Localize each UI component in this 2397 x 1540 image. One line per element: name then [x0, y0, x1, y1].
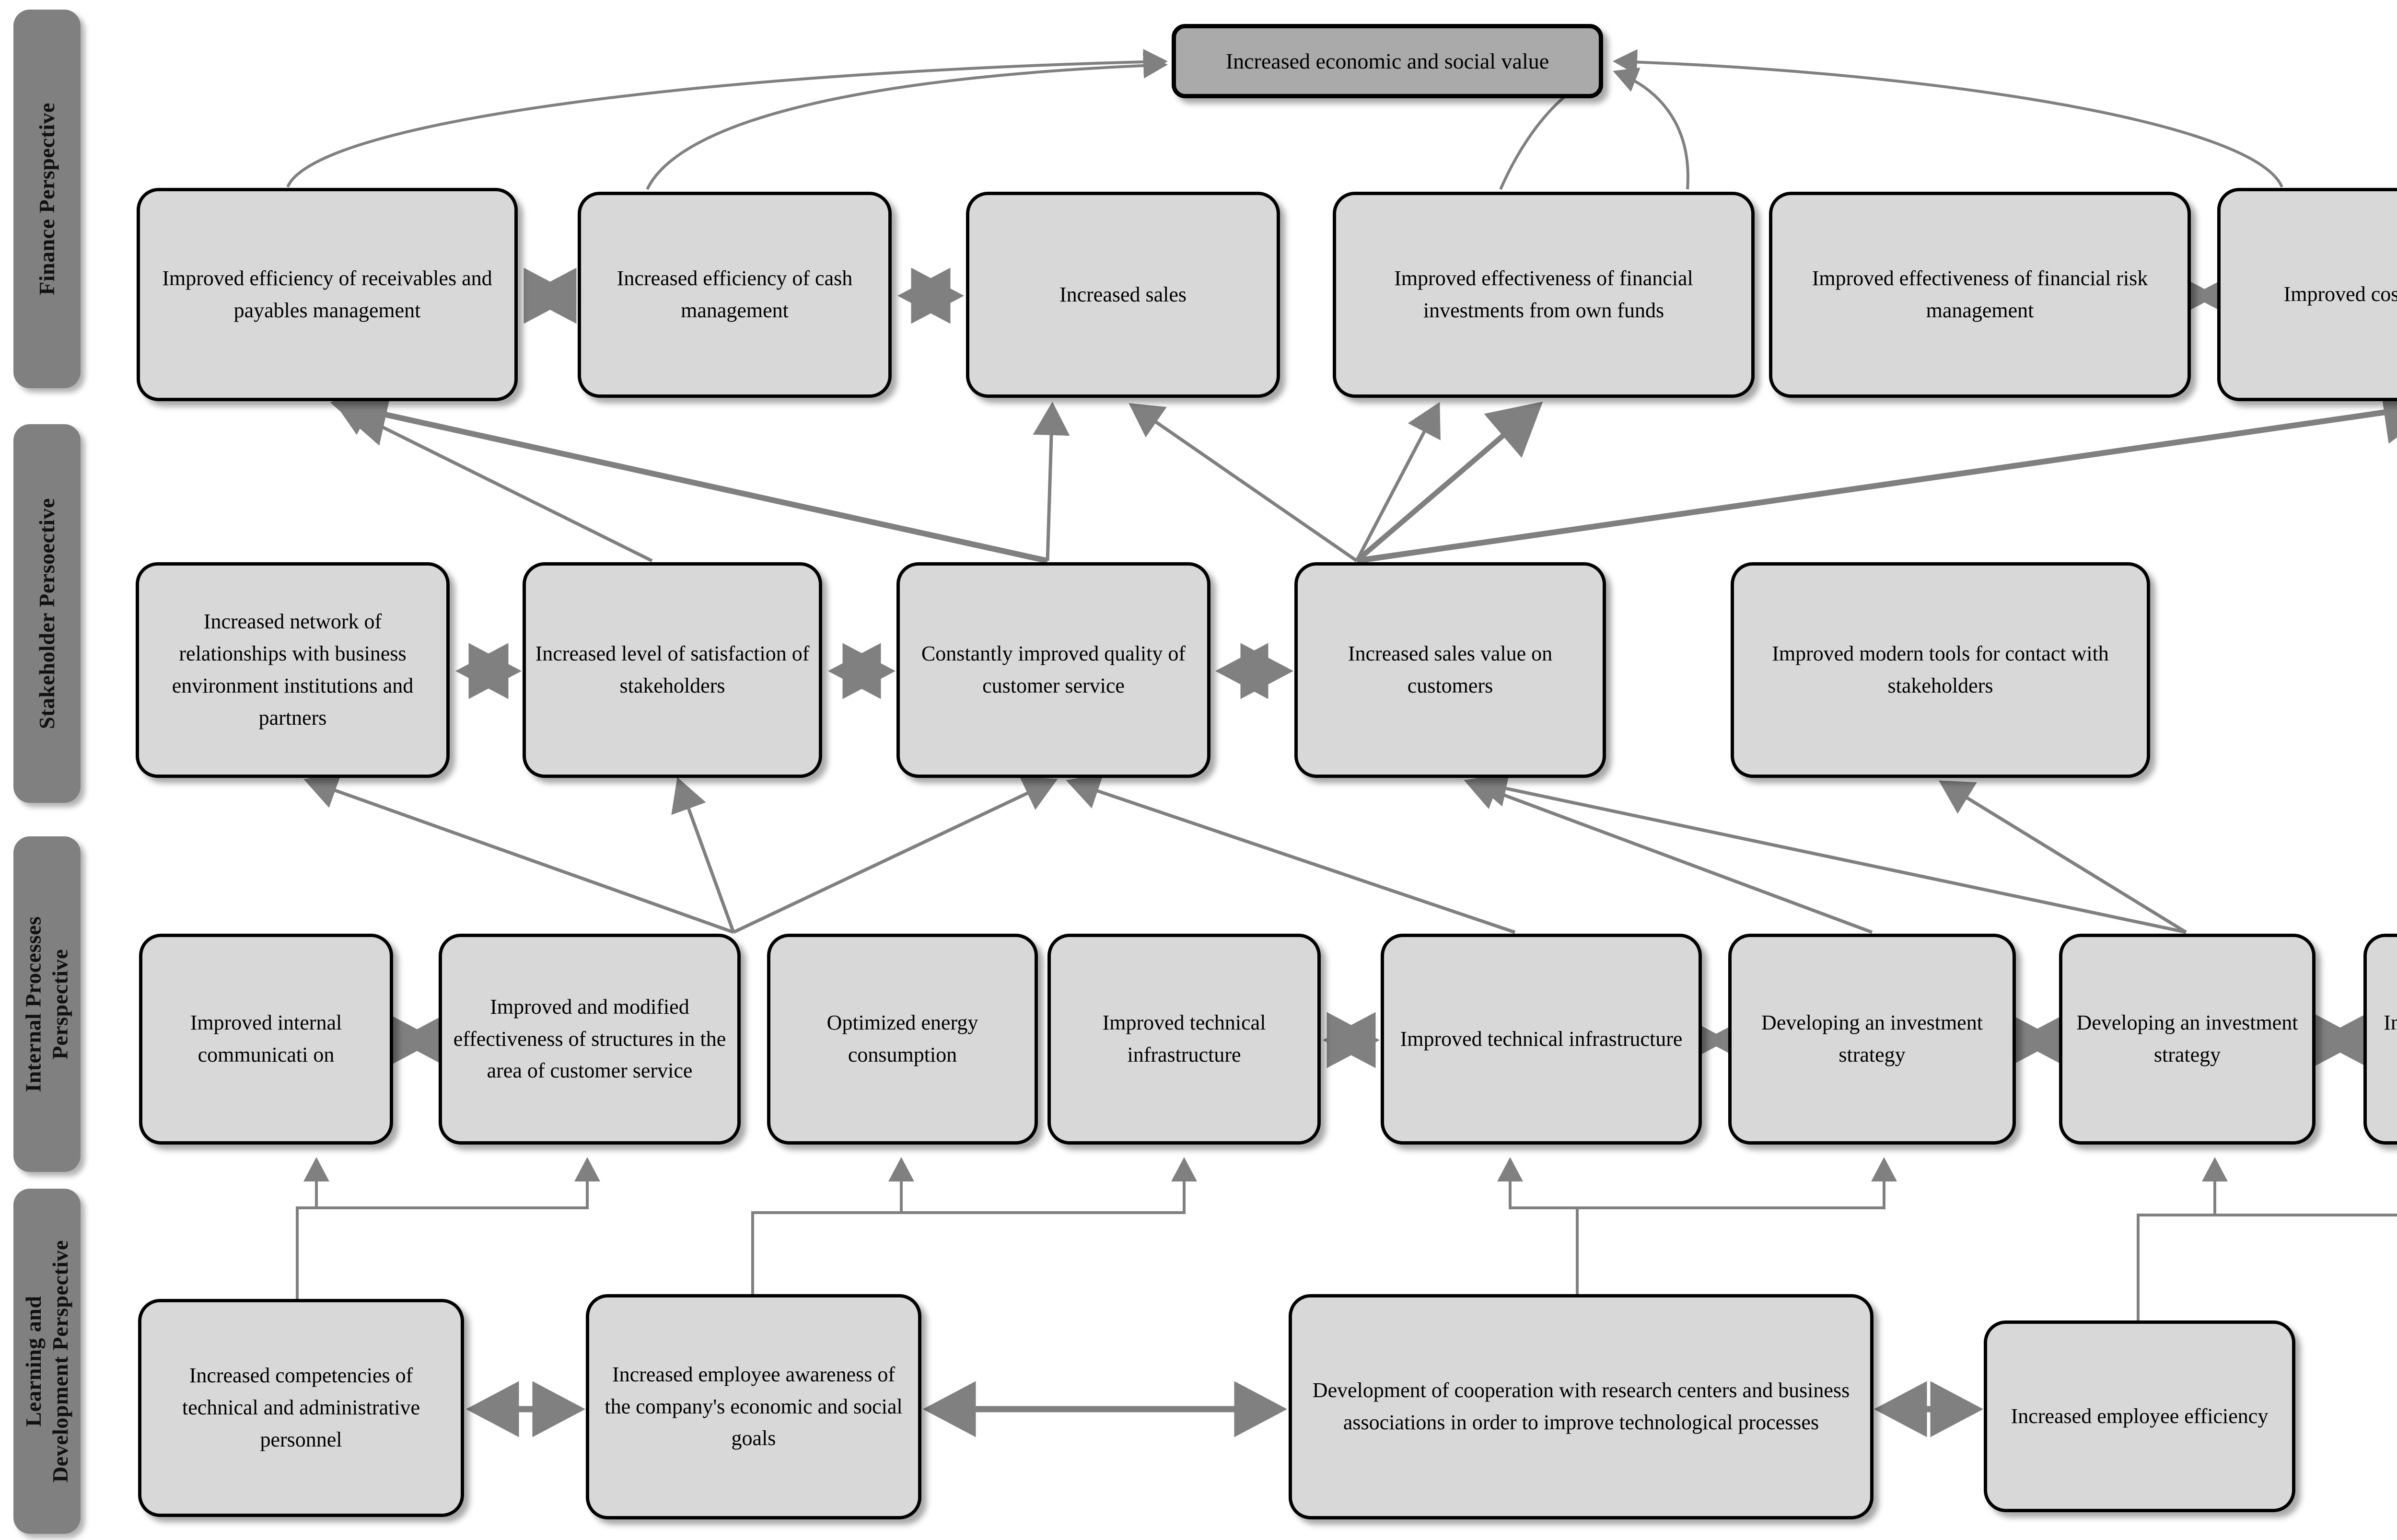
objective-label: Development of cooperation with research… — [1312, 1378, 1850, 1434]
objective-node[interactable]: Developing an investment strategy — [1728, 934, 2016, 1145]
objective-node[interactable]: Increased employee awareness of the comp… — [586, 1294, 921, 1519]
objective-node[interactable]: Increased competencies of technical and … — [138, 1299, 464, 1517]
objective-node[interactable]: Constantly improved quality of customer … — [896, 562, 1210, 778]
band-stakeholder-perspective: Stakeholder Persoective — [13, 424, 81, 803]
objective-node[interactable]: Increased sales value on customers — [1294, 562, 1606, 778]
band-internal-label: Internal Processes Perspective — [21, 916, 73, 1092]
objective-node[interactable]: Increased network of relationships with … — [136, 562, 450, 778]
goal-node[interactable]: Increased economic and social value — [1172, 24, 1603, 98]
objective-label: Increased competencies of technical and … — [182, 1364, 420, 1451]
objective-label: Developing an investment strategy — [1761, 1011, 1983, 1066]
objective-node[interactable]: Increased level of satisfaction of stake… — [523, 562, 822, 778]
objective-node[interactable]: Improved efficiency of receivables and p… — [137, 188, 518, 401]
goal-label: Increased economic and social value — [1225, 48, 1549, 73]
objective-label: Improved internal communicati on — [190, 1011, 342, 1066]
objective-node[interactable]: Increased employee efficiency — [1984, 1320, 2295, 1512]
objective-label: Optimized energy consumption — [826, 1011, 978, 1066]
objective-label: Improved quality of water supplied — [2384, 1011, 2397, 1035]
objective-label: Increased employee efficiency — [2011, 1404, 2269, 1428]
band-learning-development-perspective: Learning and Development Perspective — [13, 1189, 81, 1534]
band-learning-label: Learning and Development Perspective — [21, 1240, 73, 1482]
objective-label: Increased efficiency of cash management — [617, 266, 853, 322]
objective-node[interactable]: Improved modern tools for contact with s… — [1731, 562, 2150, 778]
cross-row-arrows — [330, 381, 2397, 564]
objective-node[interactable]: Increased efficiency of cash management — [578, 192, 892, 398]
objective-node[interactable]: Improved technical infrastructure — [1047, 934, 1321, 1145]
objective-label: Improved modern tools for contact with s… — [1772, 642, 2109, 697]
objective-label: Improved technical infrastructure — [1102, 1011, 1266, 1066]
objective-node[interactable]: Improved effectiveness of financial risk… — [1769, 192, 2191, 398]
objective-node[interactable]: Improved and modified effectiveness of s… — [439, 934, 741, 1145]
objective-node[interactable]: Improved effectiveness of financial inve… — [1333, 192, 1755, 398]
objective-label: Improved efficiency of receivables and p… — [162, 266, 492, 322]
objective-node[interactable]: Development of cooperation with research… — [1289, 1294, 1873, 1519]
band-internal-processes-perspective: Internal Processes Perspective — [13, 836, 81, 1172]
objective-label: Increased sales — [1059, 282, 1187, 306]
objective-label: Improved cost monitoring system — [2283, 282, 2397, 306]
objective-node[interactable]: Improved internal communicati on — [139, 934, 393, 1145]
objective-node[interactable]: Developing an investment strategy — [2059, 934, 2316, 1145]
objective-label: Increased network of relationships with … — [172, 610, 414, 729]
internal-to-stakeholder-arrows — [303, 770, 2187, 934]
objective-label: Developing an investment strategy — [2076, 1011, 2298, 1066]
objective-label: Constantly improved quality of customer … — [921, 642, 1186, 697]
objective-label: Improved effectiveness of financial risk… — [1812, 266, 2148, 322]
band-finance-label: Finance Perspective — [34, 103, 59, 295]
objective-label: Improved effectiveness of financial inve… — [1394, 266, 1693, 322]
objective-label: Increased sales value on customers — [1348, 642, 1553, 697]
objective-node[interactable]: Improved quality of water supplied — [2363, 934, 2397, 1145]
objective-label: Improved technical infrastructure — [1400, 1027, 1683, 1051]
objective-label: Increased level of satisfaction of stake… — [535, 642, 810, 697]
band-stakeholder-label: Stakeholder Persoective — [34, 498, 59, 729]
objective-label: Increased employee awareness of the comp… — [605, 1362, 903, 1450]
peer-arrows — [384, 267, 2370, 1437]
objective-node[interactable]: Improved cost monitoring system — [2217, 188, 2397, 401]
objective-node[interactable]: Optimized energy consumption — [767, 934, 1038, 1145]
band-finance-perspective: Finance Perspective — [13, 10, 81, 388]
objective-label: Improved and modified effectiveness of s… — [453, 995, 726, 1083]
objective-node[interactable]: Improved technical infrastructure — [1381, 934, 1702, 1145]
objective-node[interactable]: Increased sales — [966, 192, 1280, 398]
